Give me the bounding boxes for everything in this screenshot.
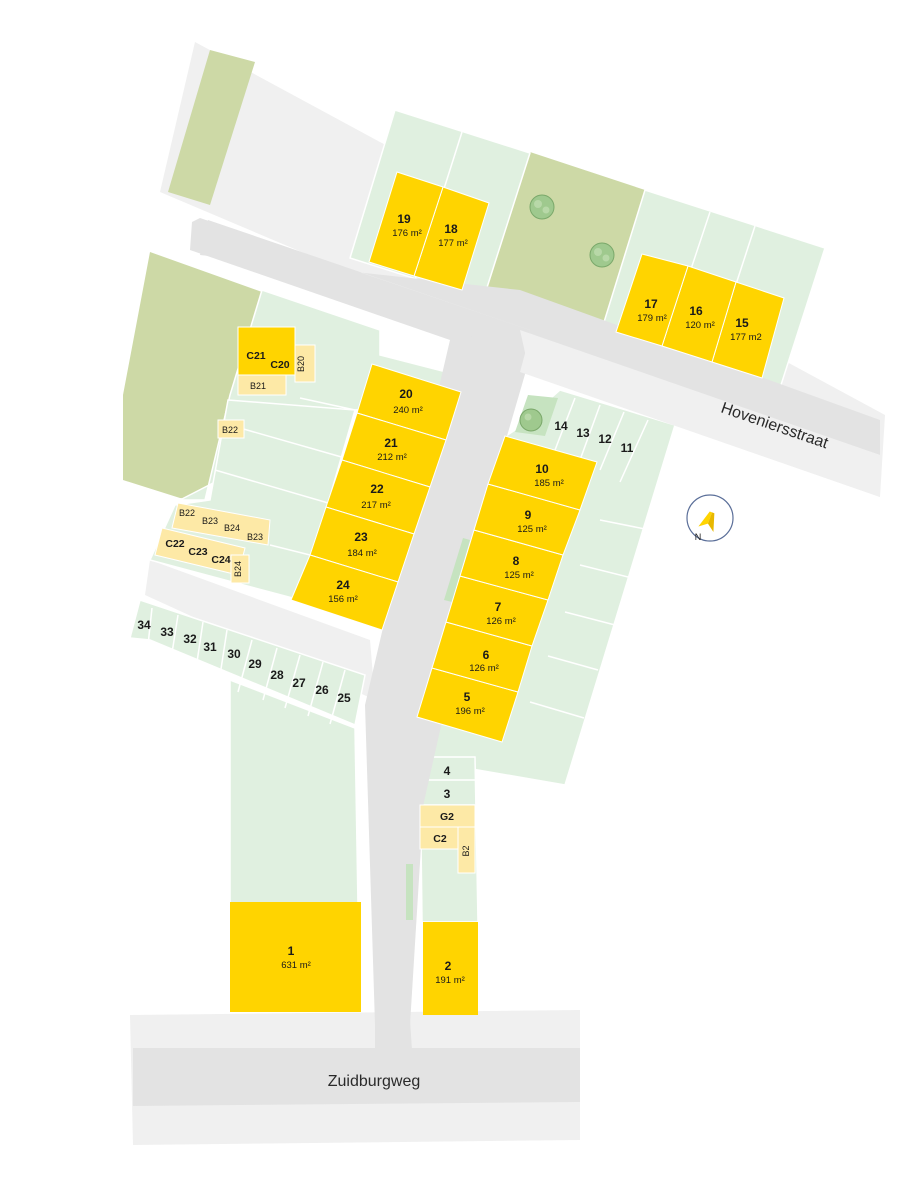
plot-labels: 1 631 m² 2 191 m² 5 196 m² 6 126 m² 7 12… bbox=[281, 212, 762, 986]
lot-number: 27 bbox=[292, 676, 306, 690]
lot-number: 25 bbox=[337, 691, 351, 705]
compass-north-icon: N bbox=[686, 494, 734, 542]
plot-area: 196 m² bbox=[455, 706, 485, 717]
plot-area: 631 m² bbox=[281, 960, 311, 971]
plot-area: 217 m² bbox=[361, 500, 391, 511]
plot-number: 7 bbox=[495, 600, 502, 614]
storage-label: B22 bbox=[222, 425, 238, 435]
lot-number: 31 bbox=[203, 640, 217, 654]
storage-label: B21 bbox=[250, 381, 266, 391]
plot-19[interactable] bbox=[368, 171, 444, 277]
storage-label: C2 bbox=[433, 833, 447, 845]
compass-label: N bbox=[695, 532, 702, 542]
plot-area: 185 m² bbox=[534, 478, 564, 489]
storage-label: C21 bbox=[246, 350, 265, 362]
lot-number: 14 bbox=[554, 419, 568, 433]
storage-labels: C21 C20 B20 B21 B22 B22 B23 B24 B23 C22 … bbox=[165, 350, 471, 857]
plot-area: 212 m² bbox=[377, 452, 407, 463]
lot-number: 26 bbox=[315, 683, 329, 697]
lot-number: 4 bbox=[444, 764, 451, 778]
lot-number: 11 bbox=[621, 441, 634, 455]
plot-number: 21 bbox=[384, 436, 398, 450]
plots bbox=[230, 171, 785, 1015]
plot-2[interactable] bbox=[423, 922, 478, 1015]
tree-icon bbox=[529, 194, 555, 220]
plot-area: 120 m² bbox=[685, 320, 715, 331]
plot-1[interactable] bbox=[230, 902, 361, 1012]
plot-area: 126 m² bbox=[486, 616, 516, 627]
plot-area: 176 m² bbox=[392, 228, 422, 239]
plot-number: 1 bbox=[288, 944, 295, 958]
storage-label: C22 bbox=[165, 538, 184, 550]
storage-label: C20 bbox=[270, 359, 289, 371]
plot-number: 23 bbox=[354, 530, 368, 544]
lot-number: 12 bbox=[598, 432, 612, 446]
plot-area: 179 m² bbox=[637, 313, 667, 324]
tree-icons bbox=[515, 194, 615, 436]
plot-number: 16 bbox=[689, 304, 703, 318]
green-areas bbox=[123, 50, 645, 500]
plot-number: 20 bbox=[399, 387, 413, 401]
plot-10[interactable] bbox=[487, 435, 598, 511]
lot-number: 13 bbox=[576, 426, 590, 440]
plot-c21-c20[interactable] bbox=[237, 326, 296, 376]
lot-number: 29 bbox=[248, 657, 262, 671]
tree-icon bbox=[519, 408, 543, 432]
plot-number: 24 bbox=[336, 578, 350, 592]
storage-label: B2 bbox=[461, 845, 471, 856]
lot-number: 33 bbox=[160, 625, 174, 639]
plot-area: 184 m² bbox=[347, 548, 377, 559]
lot-number: 34 bbox=[137, 618, 151, 632]
plot-number: 5 bbox=[464, 690, 471, 704]
storage-label: G2 bbox=[440, 811, 454, 823]
plot-number: 9 bbox=[525, 508, 532, 522]
lot-labels: 34 33 32 31 30 29 28 27 26 25 14 13 12 1… bbox=[137, 419, 633, 801]
storage-sheds bbox=[154, 344, 476, 874]
plot-number: 18 bbox=[444, 222, 458, 236]
plot-number: 8 bbox=[513, 554, 520, 568]
plot-24[interactable] bbox=[290, 554, 399, 631]
plot-area: 177 m2 bbox=[730, 332, 762, 343]
storage-label: C24 bbox=[211, 554, 230, 566]
storage-label: B23 bbox=[202, 516, 218, 526]
lot-number: 30 bbox=[227, 647, 241, 661]
lot-number: 32 bbox=[183, 632, 197, 646]
storage-label: B23 bbox=[247, 532, 263, 542]
lot-number: 3 bbox=[444, 787, 451, 801]
tree-icon bbox=[589, 242, 615, 268]
storage-label: B20 bbox=[296, 356, 306, 372]
median-strips bbox=[406, 538, 470, 920]
plot-number: 15 bbox=[735, 316, 749, 330]
plot-area: 240 m² bbox=[393, 405, 423, 416]
plot-area: 156 m² bbox=[328, 594, 358, 605]
street-name-zuidburgweg: Zuidburgweg bbox=[328, 1073, 421, 1090]
road-hoveniersstraat bbox=[520, 335, 880, 497]
plot-area: 126 m² bbox=[469, 663, 499, 674]
plot-area: 125 m² bbox=[517, 524, 547, 535]
storage-label: B24 bbox=[224, 523, 240, 533]
plot-area: 177 m² bbox=[438, 238, 468, 249]
storage-label: B22 bbox=[179, 508, 195, 518]
plot-number: 22 bbox=[370, 482, 384, 496]
storage-label: C23 bbox=[188, 546, 207, 558]
storage-label: B24 bbox=[233, 561, 243, 577]
plot-area: 125 m² bbox=[504, 570, 534, 581]
plot-number: 17 bbox=[644, 297, 658, 311]
plot-number: 10 bbox=[535, 462, 549, 476]
plot-number: 19 bbox=[397, 212, 411, 226]
plot-17[interactable] bbox=[615, 253, 689, 347]
lot-number: 28 bbox=[270, 668, 284, 682]
plot-number: 6 bbox=[483, 648, 490, 662]
plot-area: 191 m² bbox=[435, 975, 465, 986]
plot-number: 2 bbox=[445, 959, 452, 973]
